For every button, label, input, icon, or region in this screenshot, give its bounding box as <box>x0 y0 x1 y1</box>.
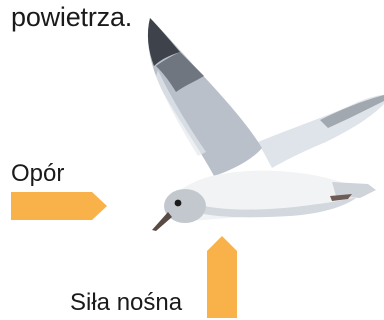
drag-arrow <box>11 192 107 220</box>
seagull-image <box>148 18 384 231</box>
lift-label: Siła nośna <box>70 289 182 317</box>
drag-label: Opór <box>11 160 64 188</box>
gull-eye <box>175 200 182 207</box>
lift-arrow <box>207 236 237 318</box>
gull-beak <box>152 212 172 231</box>
